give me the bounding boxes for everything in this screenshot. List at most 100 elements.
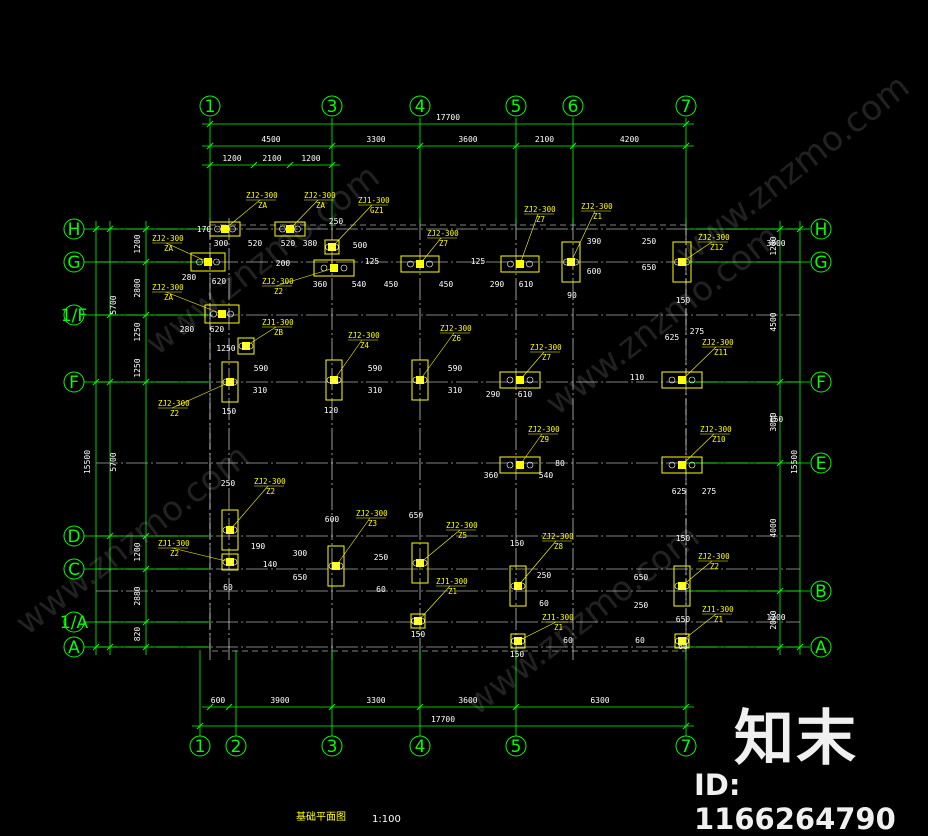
axis-bubble — [810, 218, 832, 240]
footing-tag: ZJ2-300 — [152, 283, 184, 292]
dimension-text: 2800 — [133, 278, 142, 297]
dimension-tick — [206, 703, 214, 711]
dimension-text: 1250 — [133, 322, 142, 341]
axis-label: F — [69, 373, 79, 393]
footing-name: Z10 — [712, 435, 726, 444]
axis-bubble — [225, 735, 247, 757]
axis-bubble — [321, 735, 343, 757]
dimension-text: 150 — [510, 539, 525, 548]
dimension-tick — [106, 225, 114, 233]
axis-bubble — [63, 525, 85, 547]
axis-bubble — [562, 95, 584, 117]
footing-outline — [324, 239, 340, 255]
footing-tag: ZJ2-300 — [440, 324, 472, 333]
leader-line — [681, 560, 713, 587]
dimension-tick — [328, 142, 336, 150]
dimension-text: 150 — [411, 630, 426, 639]
dimension-text: 4000 — [769, 518, 778, 537]
watermark-logo: 知末 — [734, 704, 858, 774]
axis-label: E — [816, 454, 827, 474]
pile-mark — [507, 260, 514, 268]
pile-mark — [674, 258, 681, 266]
dimension-text: 600 — [325, 515, 340, 524]
footing-name: Z2 — [170, 549, 179, 558]
axis-label: 5 — [511, 97, 522, 117]
leader-line — [333, 339, 363, 381]
dimension-text: 200 — [276, 259, 291, 268]
dimension-text: 390 — [587, 237, 602, 246]
pile-mark — [526, 260, 533, 268]
pile-mark — [210, 310, 217, 318]
dimension-tick — [106, 532, 114, 540]
dimension-text: 610 — [519, 280, 534, 289]
footing-outline — [221, 509, 239, 551]
dimension-tick — [682, 722, 690, 730]
dimension-text: 520 — [248, 239, 263, 248]
dimension-text: 1200 — [222, 154, 241, 163]
pile-mark — [688, 376, 696, 384]
dimension-text: 620 — [212, 277, 227, 286]
pile-mark — [411, 617, 418, 625]
axis-label: G — [814, 253, 827, 273]
leader-line — [517, 540, 557, 587]
dimension-text: 250 — [374, 553, 389, 562]
axis-label: C — [68, 560, 80, 580]
footing-name: Z2 — [266, 487, 275, 496]
leader-line — [419, 529, 461, 564]
dimension-text: 170 — [197, 225, 212, 234]
dimension-text: 3600 — [458, 135, 477, 144]
dimension-tick — [682, 142, 690, 150]
footing-name: ZA — [316, 201, 326, 210]
dimension-tick — [92, 378, 100, 386]
pile-mark — [227, 310, 234, 318]
axis-label: D — [67, 527, 80, 547]
dimension-text: 250 — [642, 237, 657, 246]
dimension-text: 15500 — [790, 450, 799, 474]
footing-name: Z2 — [274, 287, 283, 296]
pile-mark — [336, 562, 344, 570]
dimension-text: 60 — [563, 636, 573, 645]
axis-label: 4 — [415, 97, 426, 117]
pile-mark — [328, 562, 336, 570]
dimension-text: 3900 — [270, 696, 289, 705]
axis-label: H — [815, 220, 828, 240]
axis-label: H — [68, 220, 81, 240]
leader-line — [681, 433, 715, 466]
pile-mark — [511, 637, 518, 645]
leader-line — [419, 237, 442, 265]
dimension-text: 590 — [254, 364, 269, 373]
dimension-text: 625 — [665, 333, 680, 342]
footing-name: Z7 — [536, 215, 545, 224]
dimension-text: 60 — [539, 599, 549, 608]
dimension-text: 625 — [672, 487, 687, 496]
dimension-text: 310 — [253, 386, 268, 395]
dimension-text: 820 — [133, 627, 142, 642]
dimension-tick — [225, 703, 233, 711]
outline-rect — [209, 224, 687, 652]
pile-mark — [230, 558, 238, 566]
dimension-text: 2100 — [535, 135, 554, 144]
pile-mark — [229, 225, 236, 233]
pile-mark — [213, 258, 220, 266]
leader-line — [519, 433, 543, 466]
footing-tag: ZJ2-300 — [530, 343, 562, 352]
dimension-text: 2100 — [262, 154, 281, 163]
dimension-text: 4200 — [620, 135, 639, 144]
dimension-text: 250 — [329, 217, 344, 226]
axis-label: 7 — [681, 737, 692, 757]
footing-name: Z1 — [714, 615, 723, 624]
dimension-text: 250 — [221, 479, 236, 488]
dimension-tick — [328, 703, 336, 711]
pile-mark — [668, 376, 676, 384]
